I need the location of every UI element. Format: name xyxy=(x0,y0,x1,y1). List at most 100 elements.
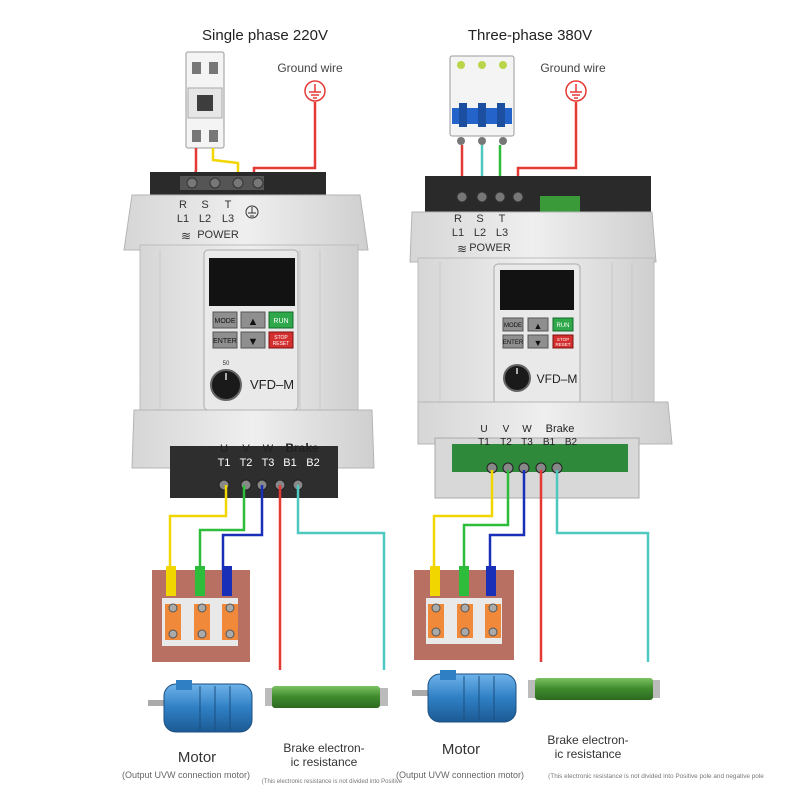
left-motor xyxy=(148,680,253,733)
right-power-icon: ≋ xyxy=(457,242,467,256)
right-term-U: U xyxy=(480,424,487,435)
left-up-button[interactable] xyxy=(240,311,266,329)
right-wire-W xyxy=(488,470,526,568)
right-wire-B2 xyxy=(555,470,650,662)
right-up-icon: ▲ xyxy=(534,321,543,331)
right-enter-button[interactable] xyxy=(502,334,524,349)
right-term-B2: B2 xyxy=(565,437,578,448)
right-panel: Three-phase 380V Ground wire xyxy=(396,27,764,780)
left-term-U: U xyxy=(220,443,228,455)
left-wire-W xyxy=(221,485,264,570)
left-ground-label: Ground wire xyxy=(277,61,343,75)
left-term-R: R xyxy=(179,199,187,211)
right-motor-terminal-block xyxy=(414,566,514,660)
left-term-L2: L2 xyxy=(199,213,211,225)
left-down-button[interactable] xyxy=(240,331,266,349)
left-brake-resistor xyxy=(265,686,388,708)
left-term-T1: T1 xyxy=(218,457,231,469)
left-term-T: T xyxy=(225,199,232,211)
right-term-V: V xyxy=(503,424,510,435)
right-speed-knob[interactable] xyxy=(503,364,531,392)
right-term-S: S xyxy=(476,213,483,225)
left-term-L3: L3 xyxy=(222,213,234,225)
right-term-R: R xyxy=(454,213,462,225)
right-mode-label: MODE xyxy=(504,323,522,329)
right-display xyxy=(500,270,574,310)
right-term-L1: L1 xyxy=(452,227,464,239)
left-keypad: MODE ▲ RUN ENTER ▼ STOP RESET 50 VFD–M xyxy=(209,258,295,401)
left-output-terminals: U V W Brake T1 T2 T3 B1 B2 xyxy=(218,441,320,491)
right-term-T3: T3 xyxy=(521,437,533,448)
right-motor xyxy=(412,670,517,723)
right-stop-label: STOP xyxy=(557,337,569,342)
left-term-L1: L1 xyxy=(177,213,189,225)
left-vfd-housing xyxy=(123,172,375,498)
left-power-icon: ≋ xyxy=(181,229,191,243)
left-title: Single phase 220V xyxy=(202,27,328,44)
right-ground-icon xyxy=(565,80,587,102)
left-up-icon: ▲ xyxy=(248,316,259,328)
right-up-button[interactable] xyxy=(527,317,549,332)
right-down-button[interactable] xyxy=(527,334,549,349)
right-model-label: VFD–M xyxy=(537,372,578,386)
left-ground-icon xyxy=(304,80,326,102)
left-enter-button[interactable] xyxy=(212,331,238,349)
right-run-label: RUN xyxy=(557,323,570,329)
right-down-icon: ▼ xyxy=(534,338,543,348)
left-input-terminals: R S T L1 L2 L3 ≋ POWER xyxy=(177,177,264,243)
right-motor-label: Motor xyxy=(442,741,480,758)
right-keypad: MODE ▲ RUN ENTER ▼ STOP RESET VFD–M xyxy=(500,270,578,392)
right-term-B1: B1 xyxy=(543,437,556,448)
right-title: Three-phase 380V xyxy=(468,27,592,44)
right-ground-label: Ground wire xyxy=(540,61,606,75)
left-resistor-label-2: ic resistance xyxy=(291,755,358,769)
left-circuit-breaker xyxy=(185,51,225,149)
left-mode-button[interactable] xyxy=(212,311,238,329)
left-run-label: RUN xyxy=(273,318,288,325)
right-power-label: POWER xyxy=(469,242,511,254)
left-mode-label: MODE xyxy=(215,318,236,325)
right-term-T1: T1 xyxy=(478,437,490,448)
right-mode-button[interactable] xyxy=(502,317,524,332)
right-input-terminals: R S T L1 L2 L3 ≋ POWER xyxy=(452,191,524,256)
right-reset-label: RESET xyxy=(555,342,570,347)
left-stop-reset-button[interactable] xyxy=(268,331,294,349)
left-term-W: W xyxy=(263,443,274,455)
left-model-label: VFD–M xyxy=(250,377,294,392)
left-reset-label: RESET xyxy=(273,341,290,347)
right-circuit-breaker xyxy=(449,55,515,145)
right-output-terminals: U V W Brake T1 T2 T3 B1 B2 xyxy=(478,423,578,474)
right-brake-label: Brake xyxy=(546,423,575,435)
left-wire-B2 xyxy=(296,485,386,670)
right-term-L2: L2 xyxy=(474,227,486,239)
right-motor-note: (Output UVW connection motor) xyxy=(396,770,524,780)
left-display xyxy=(209,258,295,306)
right-brake-resistor xyxy=(528,678,660,700)
left-enter-label: ENTER xyxy=(213,338,237,345)
left-term-B1: B1 xyxy=(283,457,296,469)
right-resistor-label-2: ic resistance xyxy=(555,747,622,761)
left-panel: Single phase 220V Ground wire xyxy=(122,27,403,785)
right-wire-U xyxy=(432,470,494,568)
left-speed-knob[interactable] xyxy=(210,369,242,401)
right-stop-reset-button[interactable] xyxy=(552,334,574,349)
right-resistor-note: (This electronic resistance is not divid… xyxy=(548,773,764,780)
left-brake-label: Brake xyxy=(285,441,319,455)
left-wire-U xyxy=(168,485,228,570)
left-down-icon: ▼ xyxy=(248,336,259,348)
left-knob-mark: 50 xyxy=(223,361,230,367)
left-term-S: S xyxy=(201,199,208,211)
left-motor-label: Motor xyxy=(178,749,216,766)
right-run-button[interactable] xyxy=(552,317,574,332)
right-term-W: W xyxy=(522,424,532,435)
left-wire-V xyxy=(198,485,246,570)
left-run-button[interactable] xyxy=(268,311,294,329)
left-term-B2: B2 xyxy=(306,457,319,469)
left-term-V: V xyxy=(242,443,250,455)
left-resistor-label-1: Brake electron- xyxy=(283,741,364,755)
left-term-T2: T2 xyxy=(240,457,253,469)
right-resistor-label-1: Brake electron- xyxy=(547,733,628,747)
right-term-L3: L3 xyxy=(496,227,508,239)
